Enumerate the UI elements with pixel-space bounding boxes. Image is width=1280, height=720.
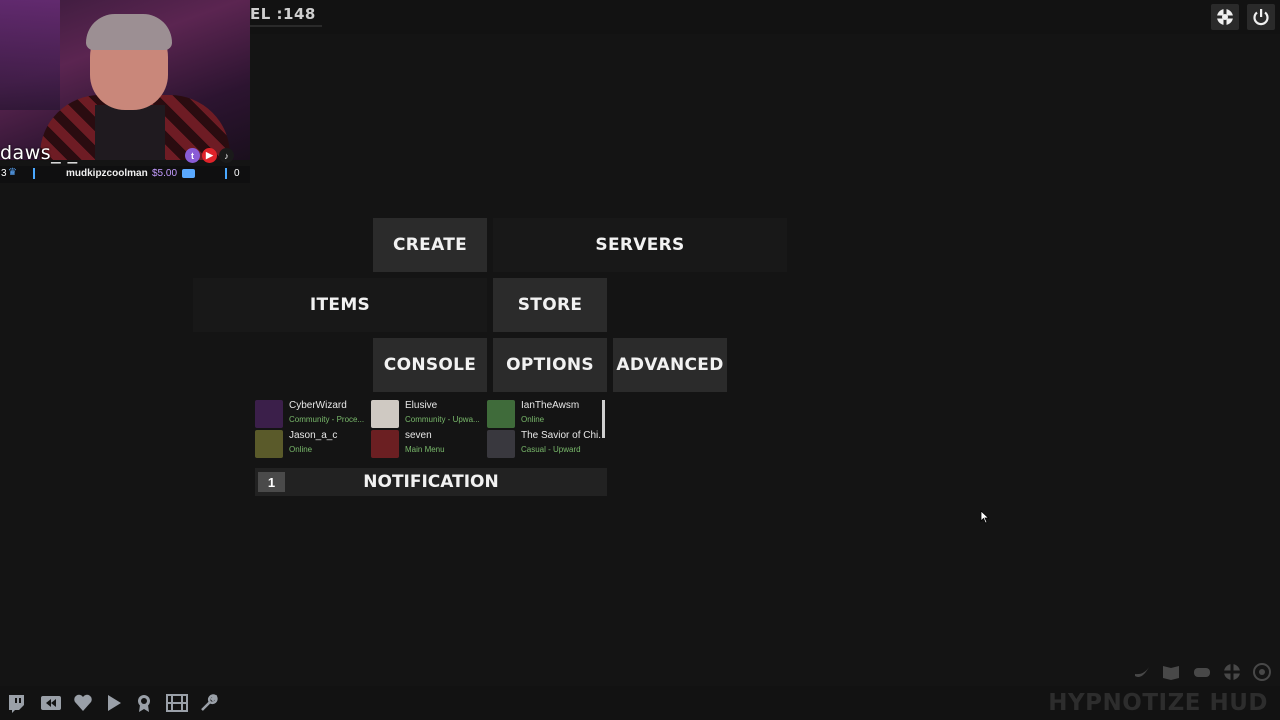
friend-item[interactable]: CyberWizard Community - Proce...: [255, 398, 369, 428]
tiktok-icon: ♪: [219, 148, 234, 163]
friend-name: Jason_a_c: [289, 430, 338, 441]
friend-status: Casual - Upward: [521, 445, 581, 454]
friend-name: Elusive: [405, 400, 438, 411]
cheese-icon[interactable]: [1252, 662, 1272, 682]
store-button[interactable]: STORE: [493, 278, 607, 332]
heart-icon[interactable]: [72, 692, 94, 714]
counter-right: 0: [234, 168, 240, 179]
friend-name: IanTheAwsm: [521, 400, 580, 411]
wrench-icon[interactable]: [198, 692, 220, 714]
friends-scrollbar[interactable]: [602, 400, 605, 438]
stream-info-bar: 3 ♛ mudkipzcoolman $5.00 0: [0, 166, 250, 183]
social-icons: t ▶ ♪: [185, 148, 234, 163]
avatar: [255, 400, 283, 428]
donor-amount: $5.00: [152, 168, 178, 179]
twitch-icon[interactable]: [5, 692, 27, 714]
donor-name: mudkipzcoolman: [66, 168, 148, 179]
youtube-icon: ▶: [202, 148, 217, 163]
twitch-icon: t: [185, 148, 200, 163]
power-icon[interactable]: [1247, 4, 1275, 30]
friend-item[interactable]: The Savior of Chi... Casual - Upward: [487, 428, 601, 458]
avatar: [487, 430, 515, 458]
create-button[interactable]: CREATE: [373, 218, 487, 272]
friend-item[interactable]: IanTheAwsm Online: [487, 398, 601, 428]
banana-icon[interactable]: [1132, 662, 1152, 682]
film-icon[interactable]: [166, 692, 188, 714]
friend-name: The Savior of Chi...: [521, 430, 601, 441]
tf2-logo-icon[interactable]: [1222, 662, 1242, 682]
options-button[interactable]: OPTIONS: [493, 338, 607, 392]
items-button[interactable]: ITEMS: [193, 278, 487, 332]
divider: [225, 168, 227, 179]
book-icon[interactable]: [1161, 662, 1181, 682]
level-text: EL :148: [250, 5, 316, 23]
notification-button[interactable]: NOTIFICATION 1: [255, 468, 607, 496]
friend-status: Main Menu: [405, 445, 445, 454]
notification-count-badge: 1: [258, 472, 285, 492]
crown-icon: ♛: [8, 167, 17, 178]
friend-status: Online: [521, 415, 545, 424]
mouse-cursor-icon: [980, 510, 990, 524]
avatar: [487, 400, 515, 428]
avatar: [371, 430, 399, 458]
notification-label: NOTIFICATION: [363, 472, 499, 492]
friend-status: Community - Upwa...: [405, 415, 480, 424]
play-icon[interactable]: [103, 692, 125, 714]
friend-item[interactable]: seven Main Menu: [371, 428, 485, 458]
friend-name: CyberWizard: [289, 400, 347, 411]
replay-icon[interactable]: [40, 692, 62, 714]
streamer-name: daws_ _: [0, 142, 78, 164]
hud-logo: HYPNOTIZE HUD: [1048, 690, 1268, 716]
advanced-button[interactable]: ADVANCED: [613, 338, 727, 392]
sub-count: 3: [1, 168, 7, 179]
friend-status: Online: [289, 445, 313, 454]
money-icon: [182, 169, 195, 178]
friend-item[interactable]: Elusive Community - Upwa...: [371, 398, 485, 428]
tf2-logo-icon[interactable]: [1211, 4, 1239, 30]
friend-item[interactable]: Jason_a_c Online: [255, 428, 369, 458]
friend-status: Community - Proce...: [289, 415, 365, 424]
servers-button[interactable]: SERVERS: [493, 218, 787, 272]
friends-list: CyberWizard Community - Proce... Elusive…: [255, 398, 607, 460]
friend-name: seven: [405, 430, 432, 441]
console-button[interactable]: CONSOLE: [373, 338, 487, 392]
controller-icon[interactable]: [1192, 662, 1212, 682]
divider: [33, 168, 35, 179]
level-progress-bar: [250, 25, 322, 27]
avatar: [371, 400, 399, 428]
avatar: [255, 430, 283, 458]
achievement-icon[interactable]: [133, 692, 155, 714]
webcam-overlay: [0, 0, 250, 160]
